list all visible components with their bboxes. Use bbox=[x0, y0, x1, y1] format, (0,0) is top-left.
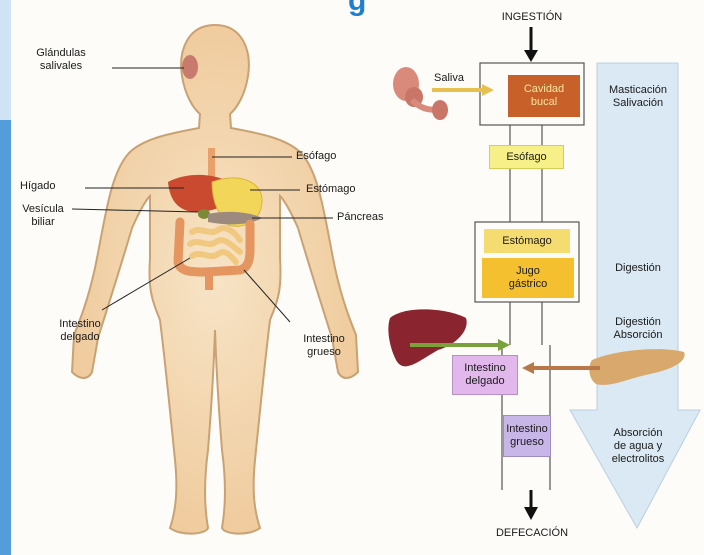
label-absorcion-agua: Absorción de agua y electrolitos bbox=[596, 427, 680, 466]
ingestion-arrowhead bbox=[524, 50, 538, 62]
box-cavidad-bucal: Cavidad bucal bbox=[508, 75, 580, 117]
label-higado: Hígado bbox=[20, 180, 55, 193]
label-glandulas-salivales: Glándulas salivales bbox=[18, 47, 104, 73]
box-jugo-gastrico: Jugo gástrico bbox=[482, 258, 574, 298]
label-intestino-grueso: Intestino grueso bbox=[288, 333, 360, 359]
salivary-gland-shape bbox=[182, 55, 198, 79]
human-body-figure bbox=[72, 25, 358, 534]
label-masticacion-salivacion: Masticación Salivación bbox=[600, 84, 676, 110]
left-edge-accent bbox=[0, 120, 11, 555]
box-esofago: Esófago bbox=[489, 145, 564, 169]
pancreatic-juice-arrowhead bbox=[522, 362, 534, 374]
box-estomago: Estómago bbox=[484, 229, 570, 253]
label-saliva: Saliva bbox=[434, 72, 464, 85]
label-ingestion: INGESTIÓN bbox=[480, 11, 584, 24]
label-pancreas: Páncreas bbox=[337, 211, 383, 224]
rectum-shape bbox=[205, 270, 213, 290]
box-intestino-delgado: Intestino delgado bbox=[452, 355, 518, 395]
title-fragment: g bbox=[348, 0, 366, 16]
saliva-arrowhead bbox=[482, 84, 494, 96]
label-defecacion: DEFECACIÓN bbox=[478, 527, 586, 540]
label-intestino-delgado: Intestino delgado bbox=[44, 318, 116, 344]
label-digestion-absorcion: Digestión Absorción bbox=[600, 316, 676, 342]
label-esofago: Esófago bbox=[296, 150, 336, 163]
label-estomago: Estómago bbox=[306, 183, 356, 196]
label-digestion: Digestión bbox=[600, 262, 676, 275]
defecation-arrowhead bbox=[524, 507, 538, 520]
label-vesicula-biliar: Vesícula biliar bbox=[14, 203, 72, 229]
box-intestino-grueso: Intestino grueso bbox=[503, 415, 551, 457]
bile-arrowhead bbox=[498, 339, 510, 351]
